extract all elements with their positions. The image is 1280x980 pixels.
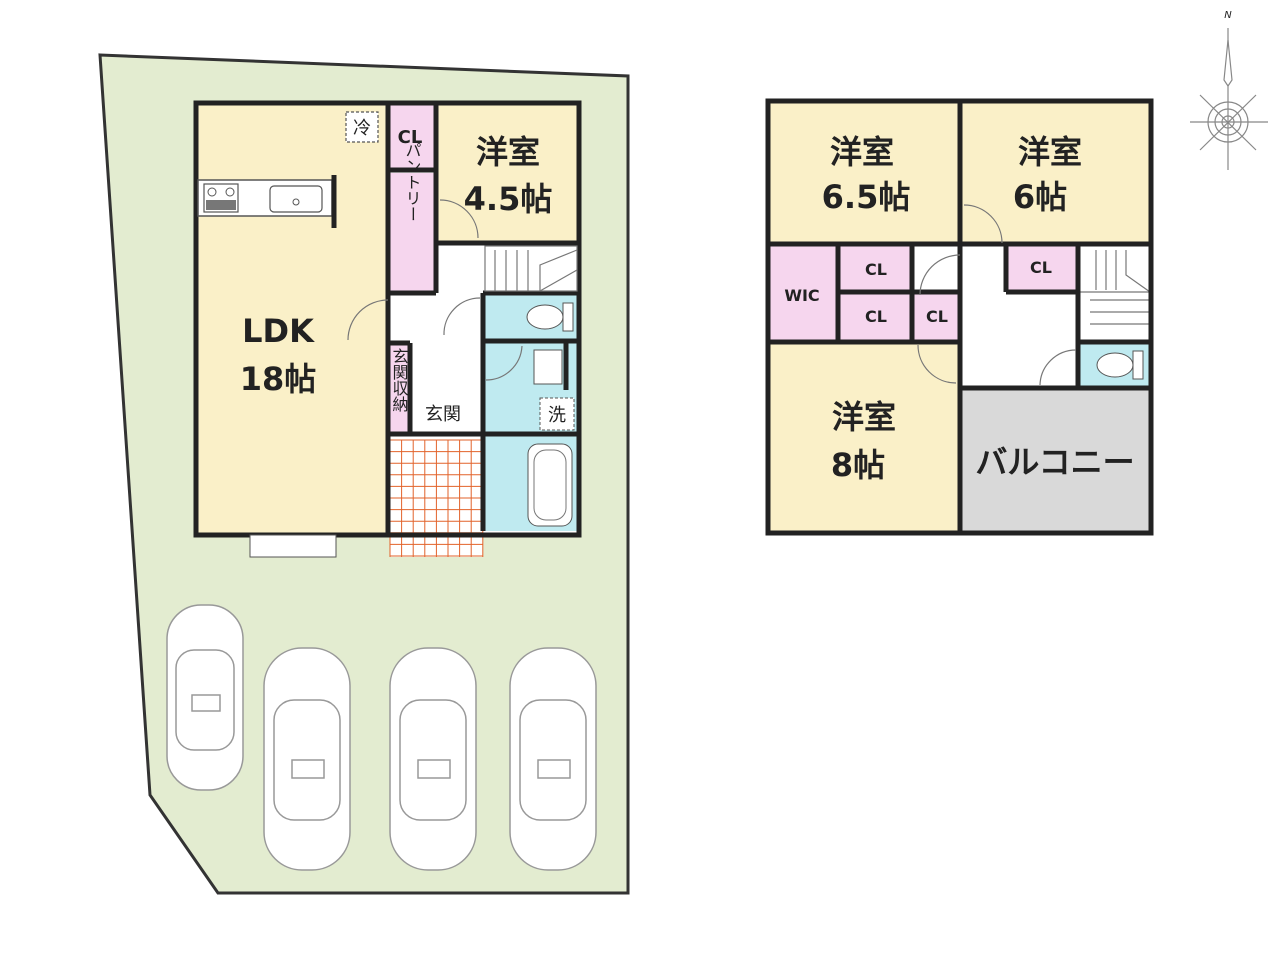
parked-cars — [166, 604, 597, 871]
balcony-label: バルコニー — [975, 443, 1134, 481]
compass-icon — [1190, 28, 1268, 170]
floor2-plan: 洋室 6.5帖 洋室 6帖 洋室 8帖 WIC CL CL CL CL バルコニ… — [765, 98, 1154, 536]
toilet-1f-icon — [526, 302, 574, 332]
stairs-1f — [484, 245, 578, 292]
room-8-name: 洋室 — [832, 398, 896, 436]
bay-window — [249, 534, 337, 558]
room-65 — [768, 101, 960, 244]
closet-2f-c — [914, 294, 960, 340]
balcony — [960, 390, 1151, 533]
room-65-name: 洋室 — [830, 133, 894, 171]
stairs-2f — [1080, 250, 1151, 325]
floor1-plan: 冷 洗 — [98, 53, 630, 895]
refrigerator-label: 冷 — [353, 118, 371, 139]
entrance-label: 玄関 — [425, 404, 461, 425]
closet-1f — [388, 103, 436, 168]
ldk-size: 18帖 — [240, 360, 317, 398]
car-3 — [389, 647, 477, 871]
room-6 — [960, 101, 1151, 244]
closet-2f-d-label: CL — [1030, 258, 1052, 277]
room-6-size: 6帖 — [1013, 178, 1067, 216]
kitchen-counter — [197, 175, 337, 228]
room-8-size: 8帖 — [831, 446, 885, 484]
wic-label: WIC — [784, 286, 819, 305]
room-8 — [768, 342, 960, 533]
closet-2f-d — [1006, 246, 1076, 290]
car-1 — [166, 604, 244, 791]
doors-2f — [917, 204, 1077, 386]
wic — [768, 246, 838, 340]
western-room-45-size: 4.5帖 — [464, 180, 553, 218]
car-2 — [263, 647, 351, 871]
doors-1f — [347, 199, 523, 381]
walls-1f — [193, 100, 582, 538]
car-4 — [509, 647, 597, 871]
closet-2f-a — [840, 246, 912, 292]
room-65-size: 6.5帖 — [822, 178, 911, 216]
pantry — [388, 173, 436, 291]
refrigerator-box — [345, 111, 379, 143]
washer-box — [539, 397, 575, 431]
room-6-name: 洋室 — [1018, 133, 1082, 171]
bathtub — [527, 443, 573, 527]
entrance-storage — [388, 343, 408, 433]
walls-2f — [765, 98, 1154, 536]
closet-1f-label: CL — [398, 127, 423, 148]
ldk-name: LDK — [242, 312, 315, 350]
entrance-tiles — [389, 439, 484, 557]
wash-sink — [533, 349, 563, 385]
compass-north-label: N — [1224, 10, 1232, 21]
closet-2f-b — [840, 294, 912, 340]
ldk-room — [196, 103, 388, 535]
closet-2f-b-label: CL — [865, 307, 887, 326]
washer-label: 洗 — [548, 405, 566, 426]
toilet-2f-icon — [1096, 350, 1144, 380]
entrance-storage-label: 玄関収納 — [390, 348, 409, 413]
pantry-label: パントリー — [403, 142, 422, 222]
western-room-45-name: 洋室 — [476, 133, 540, 171]
western-room-45 — [436, 103, 579, 243]
closet-2f-c-label: CL — [926, 307, 948, 326]
closet-2f-a-label: CL — [865, 260, 887, 279]
